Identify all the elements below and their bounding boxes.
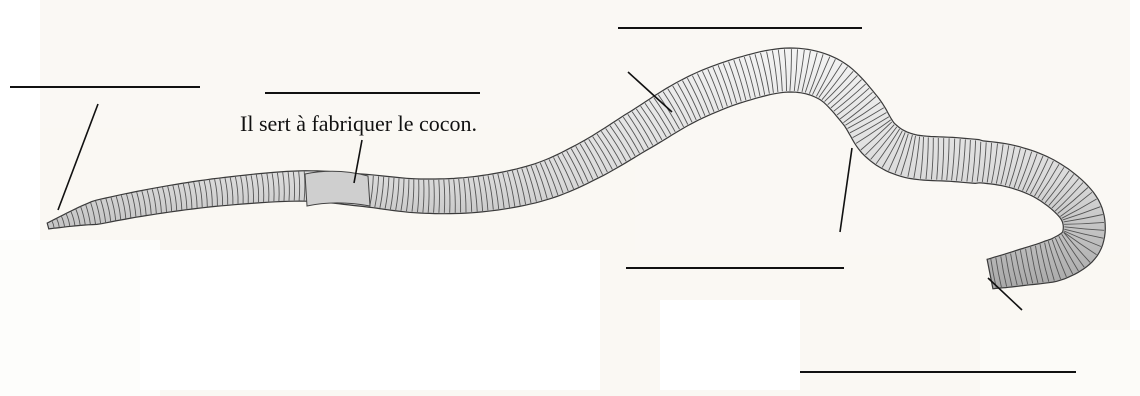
clitellum bbox=[305, 171, 370, 206]
clitellum-caption: Il sert à fabriquer le cocon. bbox=[240, 113, 477, 135]
